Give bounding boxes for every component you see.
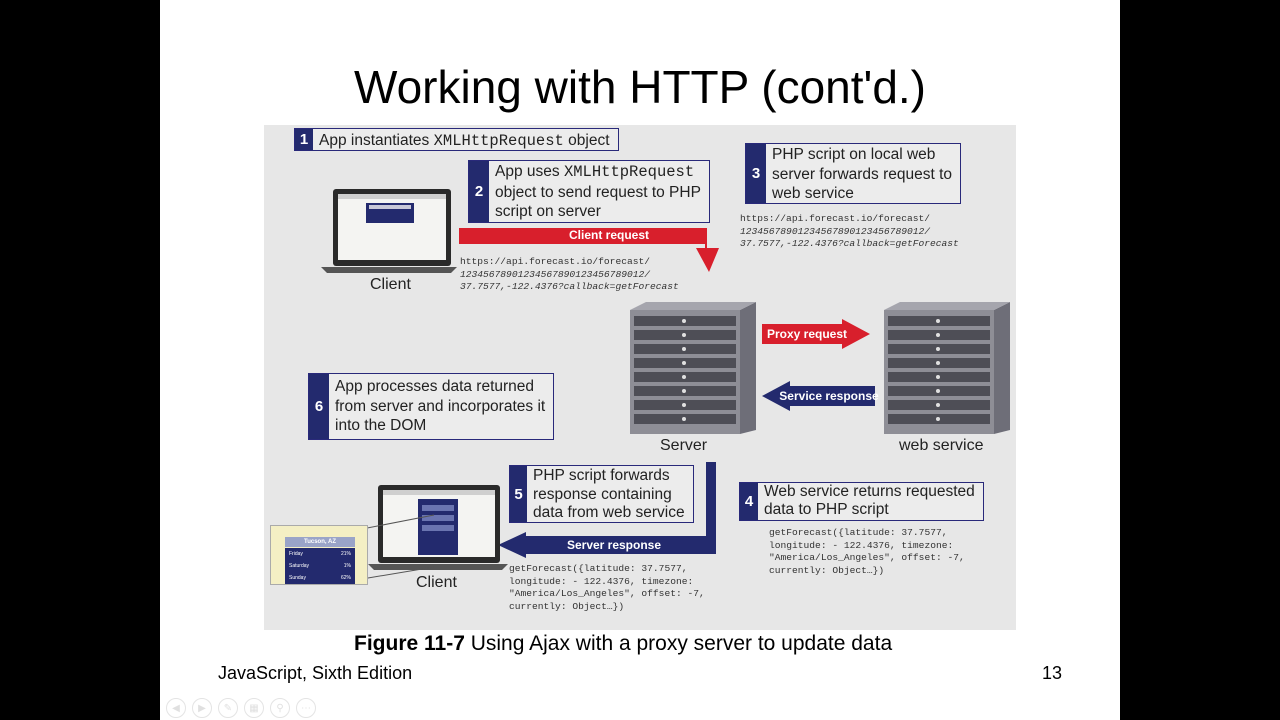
step-text: App instantiates XMLHttpRequest object [313, 129, 618, 150]
code-line: "America/Los_Angeles", offset: -7, [769, 552, 965, 563]
code-line: longitude: - 122.4376, timezone: [769, 539, 954, 551]
more-options-icon[interactable]: ⋯ [296, 698, 316, 718]
step-text-line: data from web service [533, 504, 685, 521]
weather-row: Sunday 62% [289, 575, 351, 581]
step-5-box: 5 PHP script forwards response containin… [509, 465, 694, 523]
step-text-line: PHP script on local web [772, 146, 936, 163]
code-line: https://api.forecast.io/forecast/ [740, 213, 930, 224]
weather-value: 62% [340, 575, 351, 581]
step-text-line: script on server [495, 203, 601, 220]
step-code-part: XMLHttpRequest [433, 132, 564, 150]
previous-slide-icon[interactable]: ◀ [166, 698, 186, 718]
step-text-line: object to send request to PHP [495, 183, 701, 201]
proxy-url-code: https://api.forecast.io/forecast/1234567… [740, 213, 959, 251]
slides-grid-icon[interactable]: ▦ [244, 698, 264, 718]
client-request-arrow [459, 228, 719, 272]
step-6-box: 6 App processes data returned from serve… [308, 373, 555, 440]
weather-widget: Tucson, AZ Friday 21% Saturday 1% Sunday 62… [270, 525, 368, 585]
server-rack [630, 302, 756, 434]
web-service-rack [884, 302, 1010, 434]
laptop-client-top [321, 189, 457, 273]
step-number: 5 [510, 466, 527, 522]
weather-day: Sunday [289, 575, 306, 581]
laptop-client-bottom [368, 485, 508, 570]
page-number: 13 [1042, 663, 1063, 683]
server-response-label: Server response [566, 538, 662, 552]
weather-widget-header: Tucson, AZ [285, 537, 355, 547]
server-response-arrow [498, 462, 716, 558]
step-text-line: Web service returns requested [764, 483, 975, 500]
step-4-box: 4 Web service returns requested data to … [739, 482, 984, 521]
proxy-request-arrow [762, 319, 870, 349]
step-text-part: App instantiates [319, 132, 434, 149]
step-text-line: web service [772, 185, 854, 202]
code-line: 37.7577,-122.4376?callback=getForecast [460, 281, 679, 292]
step-2-box: 2 App uses XMLHttpRequest object to send… [468, 160, 710, 223]
weather-widget-body: Friday 21% Saturday 1% Sunday 62% [285, 548, 355, 584]
step-number: 2 [469, 161, 489, 222]
client-top-label: Client [370, 276, 411, 293]
slide: Working with HTTP (cont'd.) 1 App instan… [160, 0, 1120, 720]
service-response-label: Service response [779, 389, 879, 403]
widget-callout-lines [362, 514, 435, 580]
code-line: 37.7577,-122.4376?callback=getForecast [740, 238, 959, 249]
step-3-box: 3 PHP script on local web server forward… [745, 143, 962, 204]
weather-day: Friday [289, 551, 303, 557]
code-line: currently: Object…}) [769, 564, 885, 576]
caption-text: Using Ajax with a proxy server to update… [464, 632, 893, 655]
step-text-line: data to PHP script [764, 501, 889, 518]
weather-value: 21% [340, 551, 351, 557]
caption-number: Figure 11-7 [354, 632, 465, 655]
client-url-code: https://api.forecast.io/forecast/1234567… [460, 256, 679, 294]
pen-icon[interactable]: ✎ [218, 698, 238, 718]
weather-row: Saturday 1% [289, 563, 351, 569]
step-text-line: response containing [533, 485, 672, 503]
step-text-part: object [563, 132, 610, 149]
step-number: 3 [746, 144, 766, 203]
step-number: 6 [309, 374, 329, 439]
proxy-request-label: Proxy request [766, 327, 848, 341]
figure-caption: Figure 11-7 Using Ajax with a proxy serv… [354, 632, 892, 656]
code-line: longitude: - 122.4376, timezone: [509, 575, 694, 587]
client-bottom-label: Client [416, 574, 457, 591]
weather-day: Saturday [289, 563, 310, 569]
code-line: 12345678901234567890123456789012/ [460, 268, 650, 280]
code-line: currently: Object…}) [509, 600, 625, 612]
figure: 1 App instantiates XMLHttpRequest object… [264, 125, 1016, 630]
step-text: App uses XMLHttpRequest object to send r… [489, 161, 709, 222]
code-line: https://api.forecast.io/forecast/ [460, 256, 650, 267]
service-json-code: getForecast({latitude: 37.7577,longitude… [769, 527, 965, 577]
step-number: 1 [295, 129, 313, 150]
next-slide-icon[interactable]: ▶ [192, 698, 212, 718]
step-text-line: from server and incorporates it [335, 397, 546, 415]
code-line: getForecast({latitude: 37.7577, [769, 527, 948, 538]
web-service-label: web service [899, 437, 984, 454]
step-text: PHP script forwards response containing … [527, 466, 693, 522]
step-text-line: into the DOM [335, 417, 427, 434]
weather-value: 1% [343, 563, 351, 569]
step-text-line: server forwards request to [772, 165, 953, 183]
step-text-line: PHP script forwards [533, 467, 670, 484]
step-text: Web service returns requested data to PH… [758, 483, 983, 520]
client-request-label: Client request [568, 228, 649, 242]
code-line: getForecast({latitude: 37.7577, [509, 563, 688, 574]
footer-book-title: JavaScript, Sixth Edition [218, 663, 413, 683]
code-line: 12345678901234567890123456789012/ [740, 225, 930, 237]
step-1-box: 1 App instantiates XMLHttpRequest object [294, 128, 619, 151]
slide-title: Working with HTTP (cont'd.) [353, 61, 926, 113]
slide-nav-toolbar: ◀ ▶ ✎ ▦ ⚲ ⋯ [166, 698, 316, 718]
server-json-code: getForecast({latitude: 37.7577,longitude… [509, 563, 705, 613]
step-text-line: App processes data returned [335, 378, 535, 395]
weather-row: Friday 21% [289, 551, 351, 557]
step-text-part: App uses [495, 163, 564, 180]
code-line: "America/Los_Angeles", offset: -7, [509, 588, 705, 599]
step-text: App processes data returned from server … [329, 374, 553, 439]
zoom-icon[interactable]: ⚲ [270, 698, 290, 718]
step-text: PHP script on local web server forwards … [766, 144, 960, 203]
service-response-arrow [762, 381, 875, 411]
step-code-part: XMLHttpRequest [563, 163, 695, 181]
step-number: 4 [740, 483, 758, 520]
server-label: Server [660, 437, 708, 454]
